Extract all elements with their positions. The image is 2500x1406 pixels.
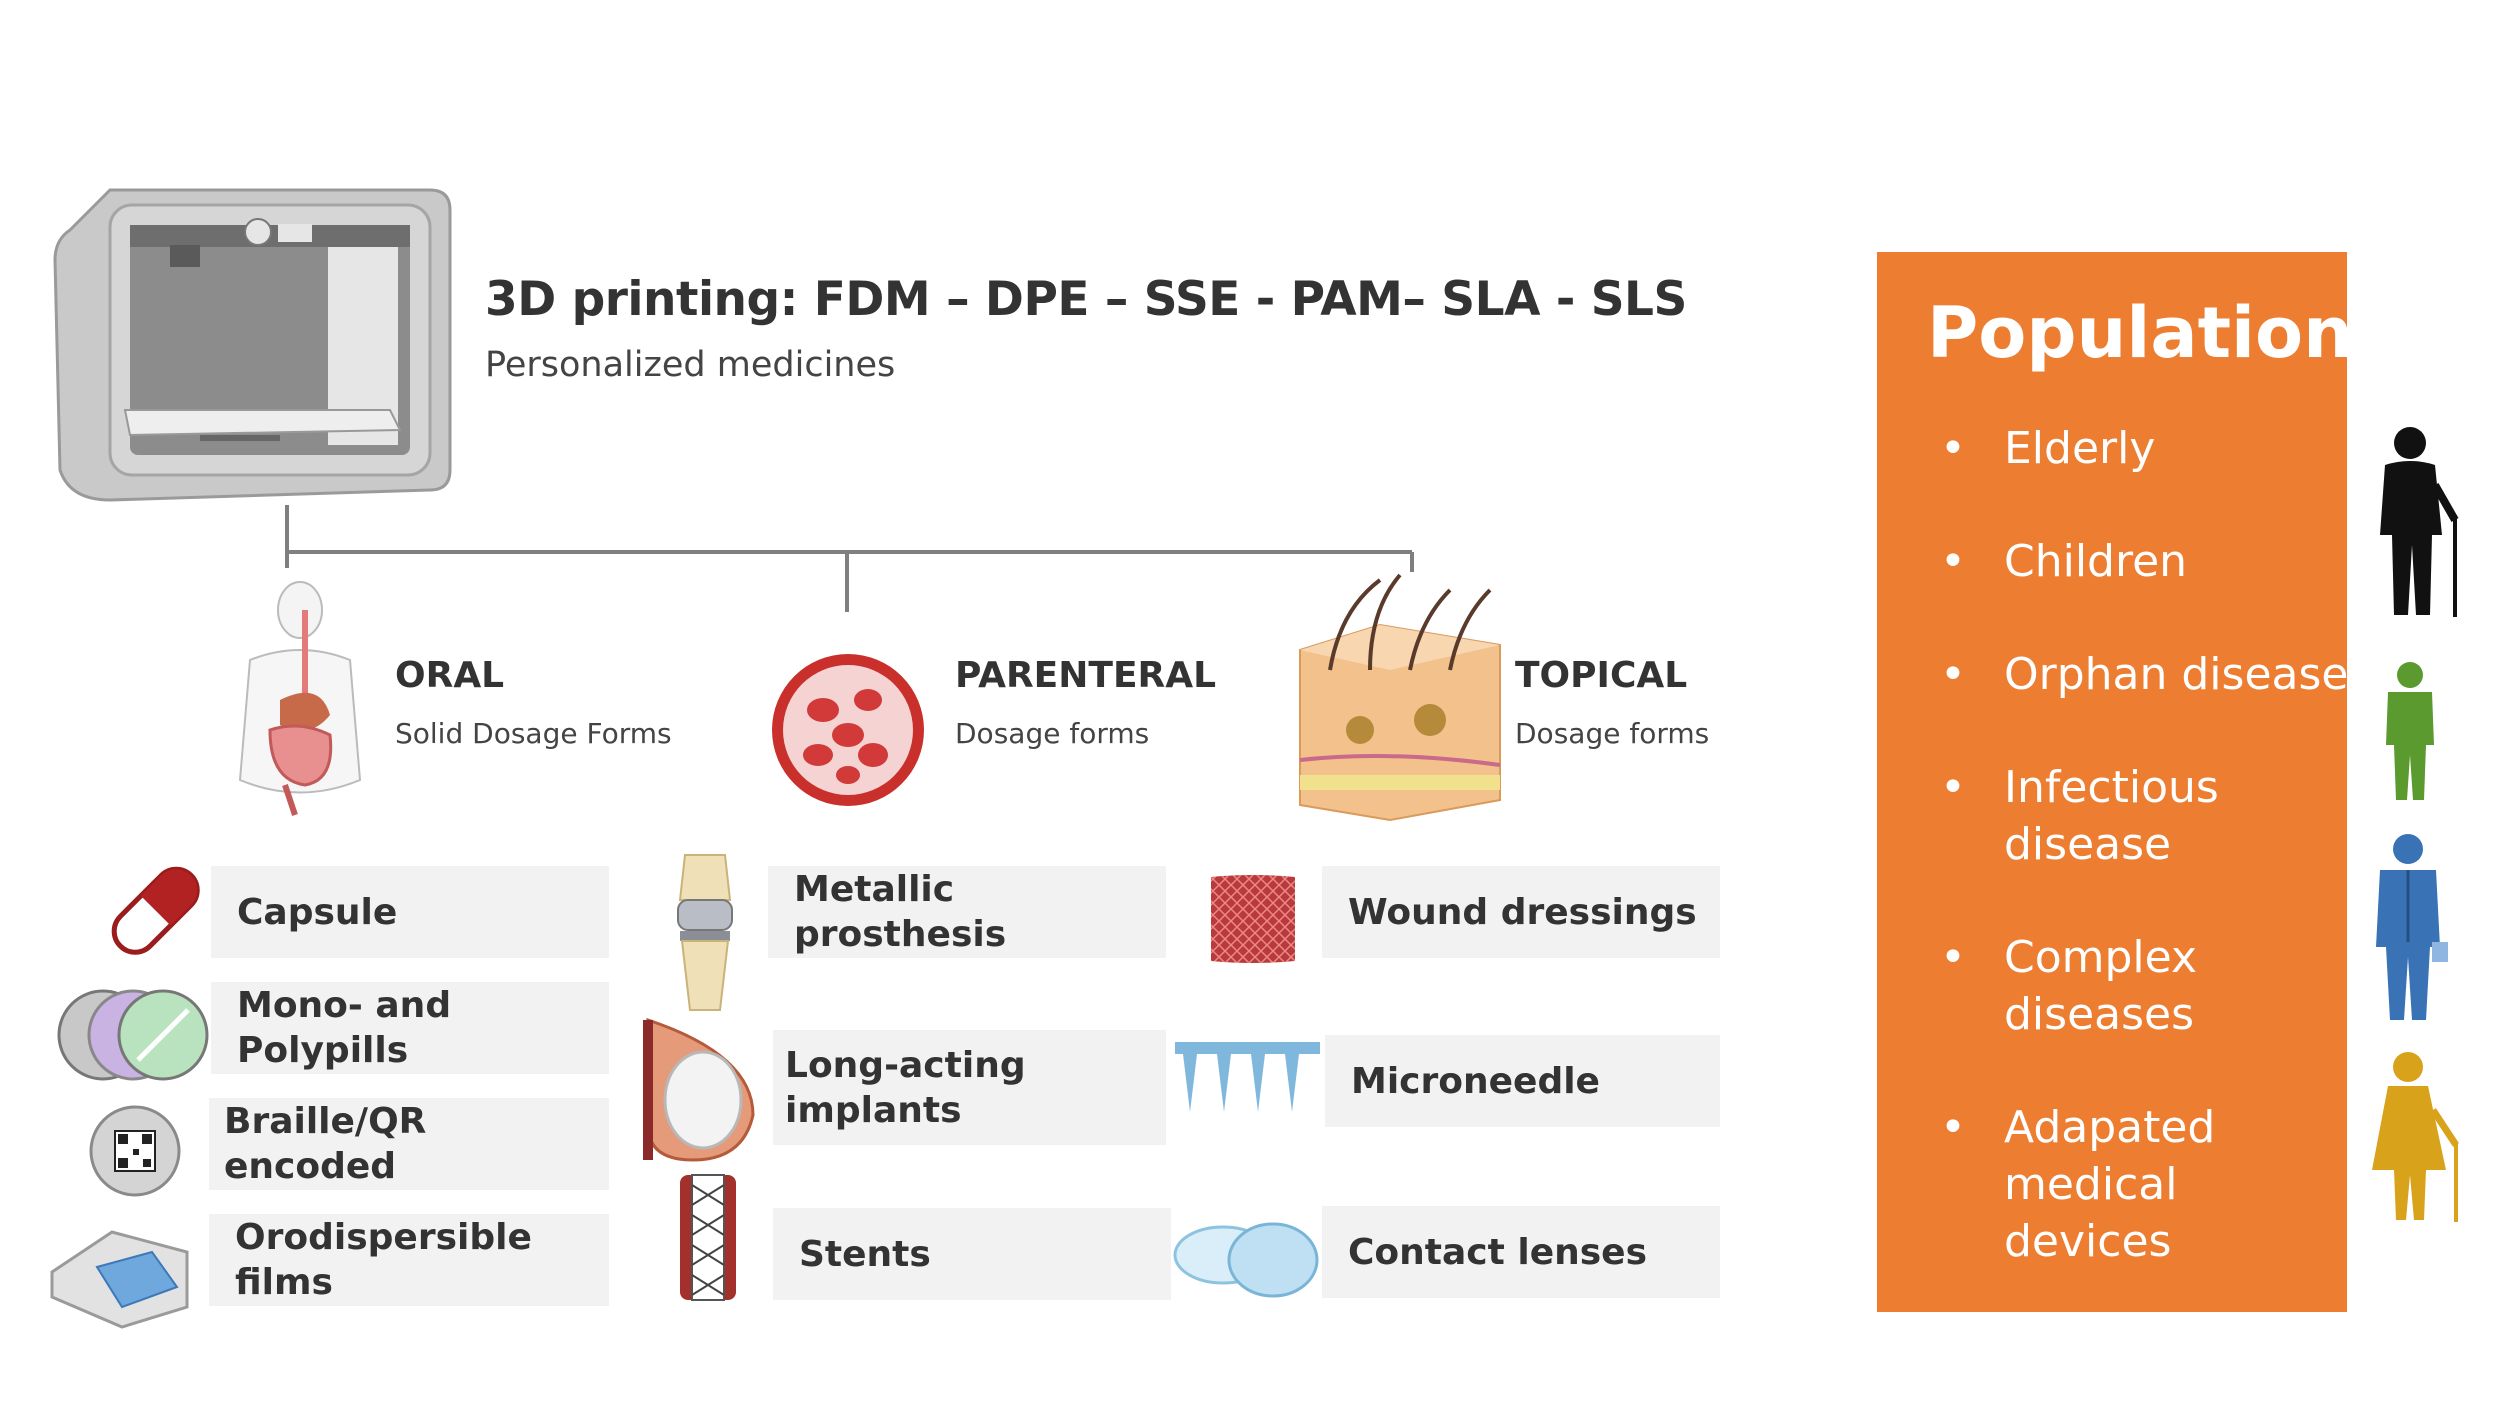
bullet: • (1940, 423, 1966, 474)
page-title: 3D printing: FDM – DPE – SSE - PAM– SLA … (485, 272, 1687, 327)
film-icon (50, 1230, 189, 1329)
wound-dressing-icon (1211, 875, 1295, 963)
bullet: • (1940, 762, 1966, 813)
stent-icon (680, 1174, 736, 1301)
category-topical-title: TOPICAL (1515, 655, 1688, 696)
category-oral-subtitle: Solid Dosage Forms (395, 717, 672, 750)
category-parenteral-subtitle: Dosage forms (955, 717, 1150, 750)
skin-icon (1299, 573, 1501, 822)
list-item-orodispersible-films: Orodispersible films (209, 1214, 609, 1306)
population-panel (1877, 252, 2347, 1312)
list-item-braille-qr: Braille/QR encoded (209, 1098, 609, 1190)
list-item-polypills: Mono- and Polypills (211, 982, 609, 1074)
list-item-metallic-prosthesis: Metallic prosthesis (768, 866, 1166, 958)
list-item-wound-dressings: Wound dressings (1322, 866, 1720, 958)
capsule-icon (111, 866, 200, 955)
list-item-capsule: Capsule (211, 866, 609, 958)
category-parenteral-title: PARENTERAL (955, 655, 1217, 696)
list-item-long-acting-implants: Long-acting implants (773, 1030, 1166, 1145)
population-title: Population (1927, 292, 2353, 374)
category-oral-title: ORAL (395, 655, 505, 696)
population-item-label: Elderly (2004, 423, 2156, 474)
list-item-contact-lenses: Contact lenses (1322, 1206, 1720, 1298)
3d-printer-icon (53, 188, 452, 502)
bullet: • (1940, 1102, 1966, 1153)
bullet: • (1940, 932, 1966, 983)
digestive-system-icon (238, 581, 362, 816)
bullet: • (1940, 649, 1966, 700)
adult-icon (2376, 834, 2448, 1020)
breast-implant-icon (643, 1017, 755, 1162)
contact-lens-icon (1173, 1222, 1319, 1298)
list-item-stents: Stents (773, 1208, 1171, 1300)
blood-vessel-icon (772, 654, 924, 806)
woman-icon (2372, 1052, 2459, 1222)
population-item-label: Orphan disease (2004, 649, 2349, 700)
bullet: • (1940, 536, 1966, 587)
child-icon (2386, 662, 2434, 800)
pills-icon (57, 989, 209, 1081)
population-item-label: Adapated medical devices (2004, 1102, 2216, 1268)
microneedle-icon (1175, 1042, 1320, 1112)
population-item-label: Children (2004, 536, 2188, 587)
population-item-label: Infectious disease (2004, 762, 2219, 871)
knee-prosthesis-icon (677, 854, 733, 1011)
qr-tablet-icon (89, 1105, 181, 1197)
list-item-microneedle: Microneedle (1325, 1035, 1720, 1127)
elderly-person-icon (2380, 427, 2459, 617)
page-subtitle: Personalized medicines (485, 345, 896, 385)
population-item-label: Complex diseases (2004, 932, 2197, 1041)
category-topical-subtitle: Dosage forms (1515, 717, 1710, 750)
